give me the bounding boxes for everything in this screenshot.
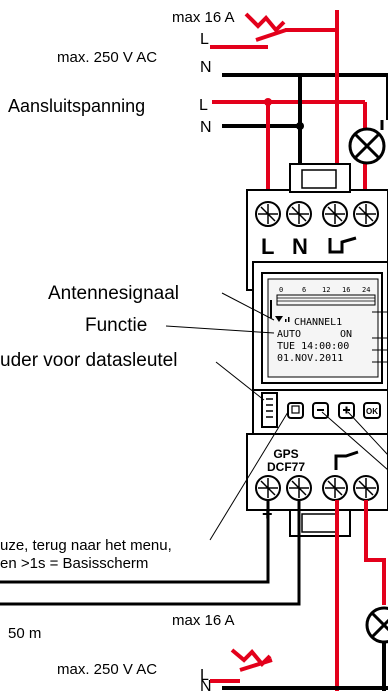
supply-L-label: L	[199, 97, 208, 114]
bottom-fuse-icon	[230, 648, 273, 672]
top-lamp-icon	[348, 127, 386, 165]
lcd-scale-6: 6	[302, 286, 306, 294]
menu-callout-line1: uze, terug naar het menu,	[0, 537, 172, 554]
menu-callout-line2: en >1s = Basisscherm	[0, 555, 148, 572]
lcd-line-time: TUE 14:00:00	[277, 341, 349, 352]
lcd-line-mode: AUTO	[277, 329, 301, 340]
function-callout: Functie	[85, 315, 147, 336]
bottom-voltage-label: max. 250 V AC	[57, 661, 157, 678]
key-holder-slot	[261, 392, 278, 428]
lcd-scale-24: 24	[362, 286, 370, 294]
antenna-cable-plus	[0, 500, 270, 584]
bottom-lamp-icon	[365, 606, 388, 644]
relay-contact-icon	[328, 236, 357, 254]
ok-button[interactable]	[363, 402, 381, 419]
gps-label: GPS	[273, 447, 298, 461]
relay-contact-2-icon	[334, 450, 359, 470]
top-fuse-label: max 16 A	[172, 9, 235, 26]
antenna-callout: Antennesignaal	[48, 283, 179, 304]
supply-N-label: N	[200, 119, 212, 136]
key-holder-callout: uder voor datasleutel	[0, 350, 177, 371]
lcd-scale-12: 12	[322, 286, 330, 294]
dcf77-label: DCF77	[267, 460, 305, 474]
antenna-signal-icon	[275, 316, 290, 322]
lcd-scale-16: 16	[342, 286, 350, 294]
timer-device: L N 0 6 12 16 24 CHANNEL1 AUTO ON TUE 14…	[246, 163, 388, 537]
top-terminals	[255, 201, 379, 227]
antenna-cable-minus	[0, 500, 301, 606]
bottom-L-label: L	[200, 667, 209, 684]
menu-button[interactable]	[287, 402, 304, 419]
top-L-label: L	[200, 31, 209, 48]
lcd-line-channel: CHANNEL1	[294, 317, 342, 328]
lcd-line-date: 01.NOV.2011	[277, 353, 343, 364]
lcd-scale-0: 0	[279, 286, 283, 294]
supply-label: Aansluitspanning	[8, 96, 145, 116]
bottom-N-label: N	[200, 678, 212, 691]
top-N-label: N	[200, 59, 212, 76]
terminal-L-label: L	[261, 234, 274, 259]
top-voltage-label: max. 250 V AC	[57, 49, 157, 66]
cable-length-label: 50 m	[8, 625, 41, 642]
terminal-N-label: N	[292, 234, 308, 259]
lcd-line-state: ON	[340, 329, 352, 340]
bottom-fuse-label: max 16 A	[172, 612, 235, 629]
ok-button-label: OK	[366, 407, 378, 416]
top-fuse-icon	[244, 12, 287, 42]
bottom-terminals	[255, 475, 379, 501]
